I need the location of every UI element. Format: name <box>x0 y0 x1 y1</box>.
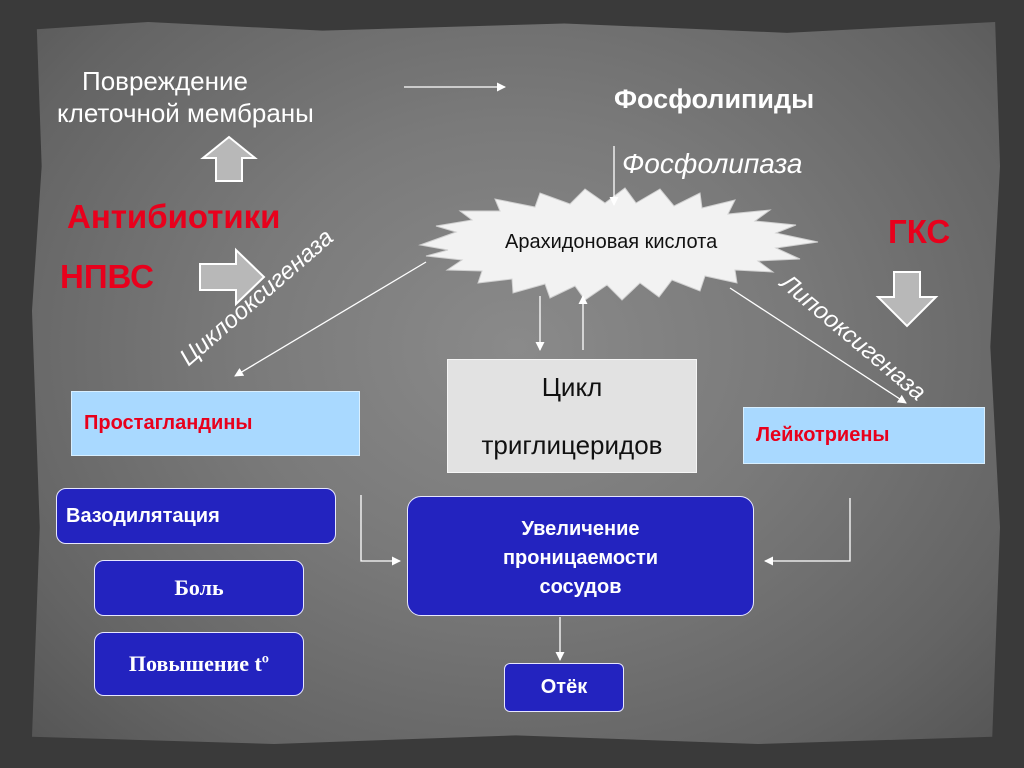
phospholipids-label: Фосфолипиды <box>614 84 815 114</box>
membrane-damage-label: Повреждение <box>82 66 248 96</box>
membrane-damage-label-2: клеточной мембраны <box>57 98 314 128</box>
phospholipase-label: Фосфолипаза <box>622 148 803 179</box>
vasodilation-text: Вазодилятация <box>66 504 220 527</box>
block-arrow-up <box>200 135 258 182</box>
permeability-box: Увеличение проницаемости сосудов <box>407 496 754 616</box>
arrow-leukotrienes-to-permeability <box>764 498 851 566</box>
arachidonic-acid-starburst <box>418 187 819 301</box>
antibiotics-label: Антибиотики <box>67 198 281 235</box>
pain-box: Боль <box>94 560 304 616</box>
gcs-label: ГКС <box>888 213 951 250</box>
prostaglandins-text: Простагландины <box>84 412 253 434</box>
leukotrienes-text: Лейкотриены <box>756 424 890 446</box>
cycle-line1: Цикл <box>541 372 603 402</box>
arrow-acid-to-leukotrienes <box>729 287 907 404</box>
fever-text: Повышение tº <box>128 651 270 676</box>
permeability-line2: проницаемости <box>502 547 659 569</box>
membrane-damage-line2: клеточной мембраны <box>57 98 314 128</box>
permeability-line3: сосудов <box>539 576 622 598</box>
edema-box: Отёк <box>504 663 624 712</box>
block-arrow-down <box>875 271 939 328</box>
membrane-damage-line1: Повреждение <box>82 66 248 96</box>
block-arrow-right <box>199 247 266 307</box>
cycle-line2: триглицеридов <box>481 430 663 460</box>
arachidonic-acid-label: Арахидоновая кислота <box>505 231 718 253</box>
arrow-prostaglandins-to-permeability <box>360 495 401 566</box>
edema-text: Отёк <box>540 676 588 698</box>
leukotrienes-box: Лейкотриены <box>743 407 985 464</box>
permeability-line1: Увеличение <box>521 518 640 540</box>
triglyceride-cycle-box: Цикл триглицеридов <box>447 359 697 473</box>
arrow-acid-to-prostaglandins <box>234 261 427 377</box>
pain-text: Боль <box>174 575 224 600</box>
nsaid-label: НПВС <box>60 258 154 295</box>
fever-box: Повышение tº <box>94 632 304 696</box>
prostaglandins-box: Простагландины <box>71 391 360 456</box>
vasodilation-box: Вазодилятация <box>56 488 336 544</box>
